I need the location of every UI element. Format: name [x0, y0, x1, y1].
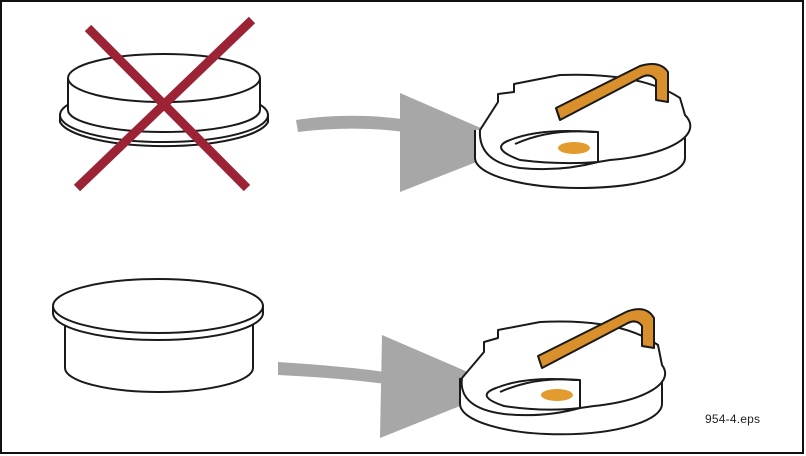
holder-bottom [459, 308, 667, 436]
flat-cap-lid [52, 278, 264, 393]
contact-dot-top [558, 142, 590, 154]
holder-top [474, 63, 692, 189]
arrow-top [296, 93, 520, 192]
arrow-bottom [278, 335, 505, 438]
incorrect-cross-icon [73, 16, 256, 192]
figure-caption: 954-4.eps [705, 412, 761, 426]
contact-dot-bottom [541, 389, 573, 401]
